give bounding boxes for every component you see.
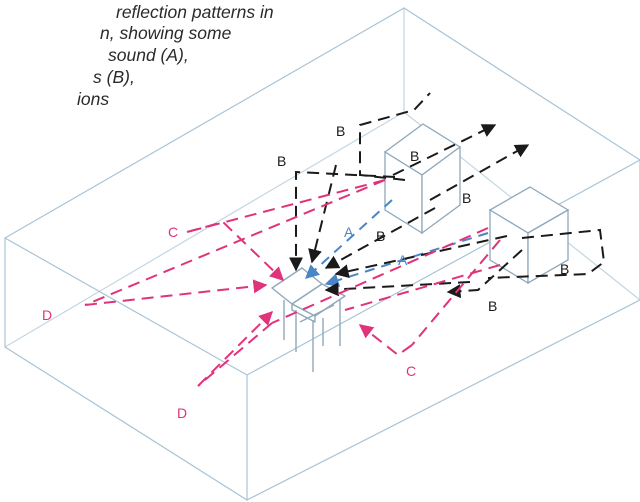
reflection-d-left-1 [84, 179, 386, 306]
reflection-c-low-1 [411, 239, 501, 346]
label-b-left: B [277, 153, 286, 169]
direct-sound-paths [304, 199, 489, 287]
label-b-top: B [336, 123, 345, 139]
label-b-mid: B [376, 228, 385, 244]
reflection-c-top-1 [186, 179, 386, 233]
reflection-d-left-2 [84, 279, 268, 306]
label-d-left: D [42, 307, 52, 323]
speaker-left [383, 123, 462, 235]
room-right-edge [246, 160, 640, 501]
caption-line-3: sound (A), [108, 45, 189, 65]
label-a-right: A [398, 252, 408, 268]
caption-line-4: s (B), [93, 67, 135, 87]
room-front-edges [4, 238, 248, 502]
caption-line-1: reflection patterns in [116, 2, 274, 22]
reflection-b-right [334, 235, 508, 279]
caption-line-2: n, showing some [100, 23, 232, 43]
label-c-lower: C [406, 363, 416, 379]
label-a-left: A [344, 224, 354, 240]
direct-path-left [304, 199, 393, 279]
reflection-b-upper [308, 164, 337, 264]
label-b-right: B [560, 261, 569, 277]
label-b-bottom: B [488, 298, 497, 314]
reflection-b-lower [324, 281, 471, 297]
reflection-d-low-2 [197, 322, 273, 387]
label-b-speaker: B [410, 148, 419, 164]
reflection-d-low-1 [271, 227, 489, 324]
label-c-upper: C [168, 224, 178, 240]
reflection-d-low-3 [197, 311, 273, 387]
diagram-labels: B B B B B B B A A C C D D [42, 123, 569, 421]
reflection-c-low-3 [344, 264, 501, 311]
caption-line-5: ions [77, 89, 110, 109]
label-d-lower: D [177, 405, 187, 421]
reflection-c-low-2 [358, 324, 413, 357]
reflection-b-mid [324, 207, 436, 269]
reflection-cd-paths [84, 179, 501, 387]
reflection-b-left-down [289, 170, 396, 272]
label-b-upper-right: B [462, 190, 471, 206]
room-top-face [3, 7, 640, 376]
listener-chair [271, 267, 346, 372]
direct-path-right [324, 232, 489, 287]
